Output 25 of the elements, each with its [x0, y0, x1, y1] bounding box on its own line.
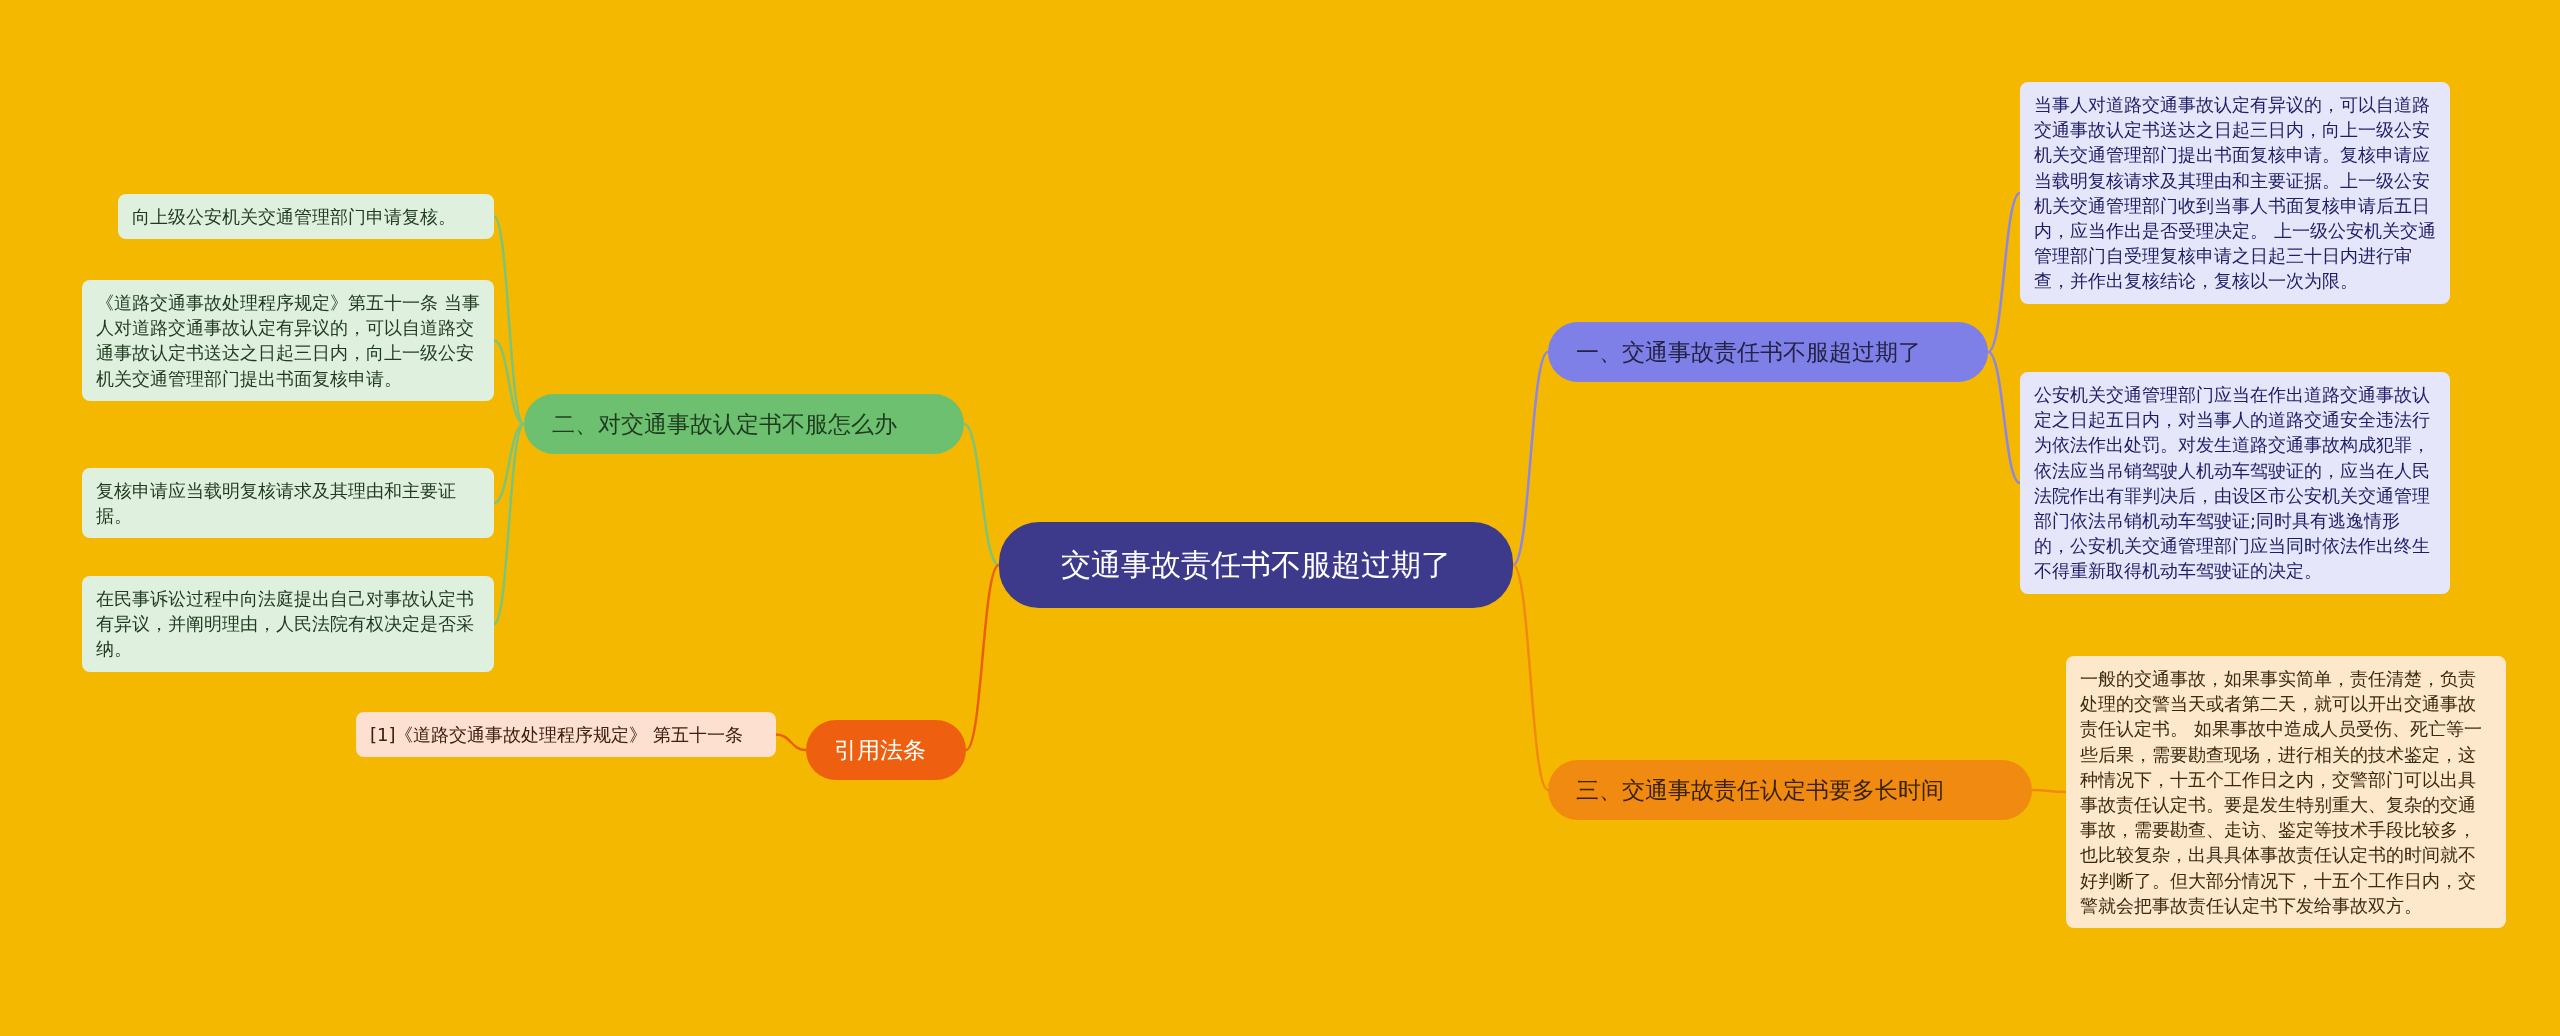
text-card: 当事人对道路交通事故认定有异议的，可以自道路交通事故认定书送达之日起三日内，向上一级公安机关交通管理部门提出书面复核申请。复核申请应当载明复核请求及其理由和主要证据。上一级公安机关交通管理部门收到当事人书面复核申请后五日内，应当作出是否受理决定。 上一级公安机关交通管理部门自受理复核申请之日起三十日内进行审查，并作出复核结论，复核以一次为限。 — [2020, 82, 2450, 304]
central-topic: 交通事故责任书不服超过期了 — [999, 522, 1513, 608]
text-card: 复核申请应当载明复核请求及其理由和主要证据。 — [82, 468, 494, 539]
text-card: 《道路交通事故处理程序规定》第五十一条 当事人对道路交通事故认定有异议的，可以自道路交通事故认定书送达之日起三日内，向上一级公安机关交通管理部门提出书面复核申请。 — [82, 280, 494, 401]
connector-line — [1987, 350, 2021, 485]
connector-line — [493, 215, 525, 425]
connector-line — [963, 422, 1000, 567]
connector-line — [965, 564, 1000, 751]
connector-line — [1987, 192, 2021, 353]
branch-topic: 一、交通事故责任书不服超过期了 — [1548, 322, 1988, 383]
text-card: 公安机关交通管理部门应当在作出道路交通事故认定之日起五日内，对当事人的道路交通安全违法行为依法作出处罚。对发生道路交通事故构成犯罪，依法应当吊销驾驶人机动车驾驶证的，应当在人民法院作出有罪判决后，由设区市公安机关交通管理部门依法吊销机动车驾驶证;同时具有逃逸情形的，公安机关交通管理部门应当同时依法作出终生不得重新取得机动车驾驶证的决定。 — [2020, 372, 2450, 594]
text-card: 在民事诉讼过程中向法庭提出自己对事故认定书有异议，并阐明理由，人民法院有权决定是否采纳。 — [82, 576, 494, 672]
connector-line — [1512, 351, 1549, 566]
branch-topic: 二、对交通事故认定书不服怎么办 — [524, 394, 964, 455]
branch-topic: 引用法条 — [806, 720, 966, 781]
text-card: 一般的交通事故，如果事实简单，责任清楚，负责处理的交警当天或者第二天，就可以开出交通事故责任认定书。 如果事故中造成人员受伤、死亡等一些后果，需要勘查现场，进行相关的技术鉴定，这种情况下，十五个工作日之内，交警部门可以出具事故责任认定书。要是发生特别重大、复杂的交通事故，需要勘查、走访、鉴定等技术手段比较多，也比较复杂，出具具体事故责任认定书的时间就不好判断了。但大部分情况下，十五个工作日内，交警就会把事故责任认定书下发给事故双方。 — [2066, 656, 2506, 928]
text-card: 向上级公安机关交通管理部门申请复核。 — [118, 194, 494, 240]
connector-line — [775, 733, 807, 752]
text-card: [1]《道路交通事故处理程序规定》 第五十一条 — [356, 712, 776, 758]
branch-topic: 三、交通事故责任认定书要多长时间 — [1548, 760, 2032, 821]
connector-line — [493, 339, 525, 426]
connector-line — [493, 423, 525, 625]
connector-line — [1512, 564, 1549, 791]
connector-line — [2032, 788, 2066, 794]
connector-line — [493, 422, 525, 505]
